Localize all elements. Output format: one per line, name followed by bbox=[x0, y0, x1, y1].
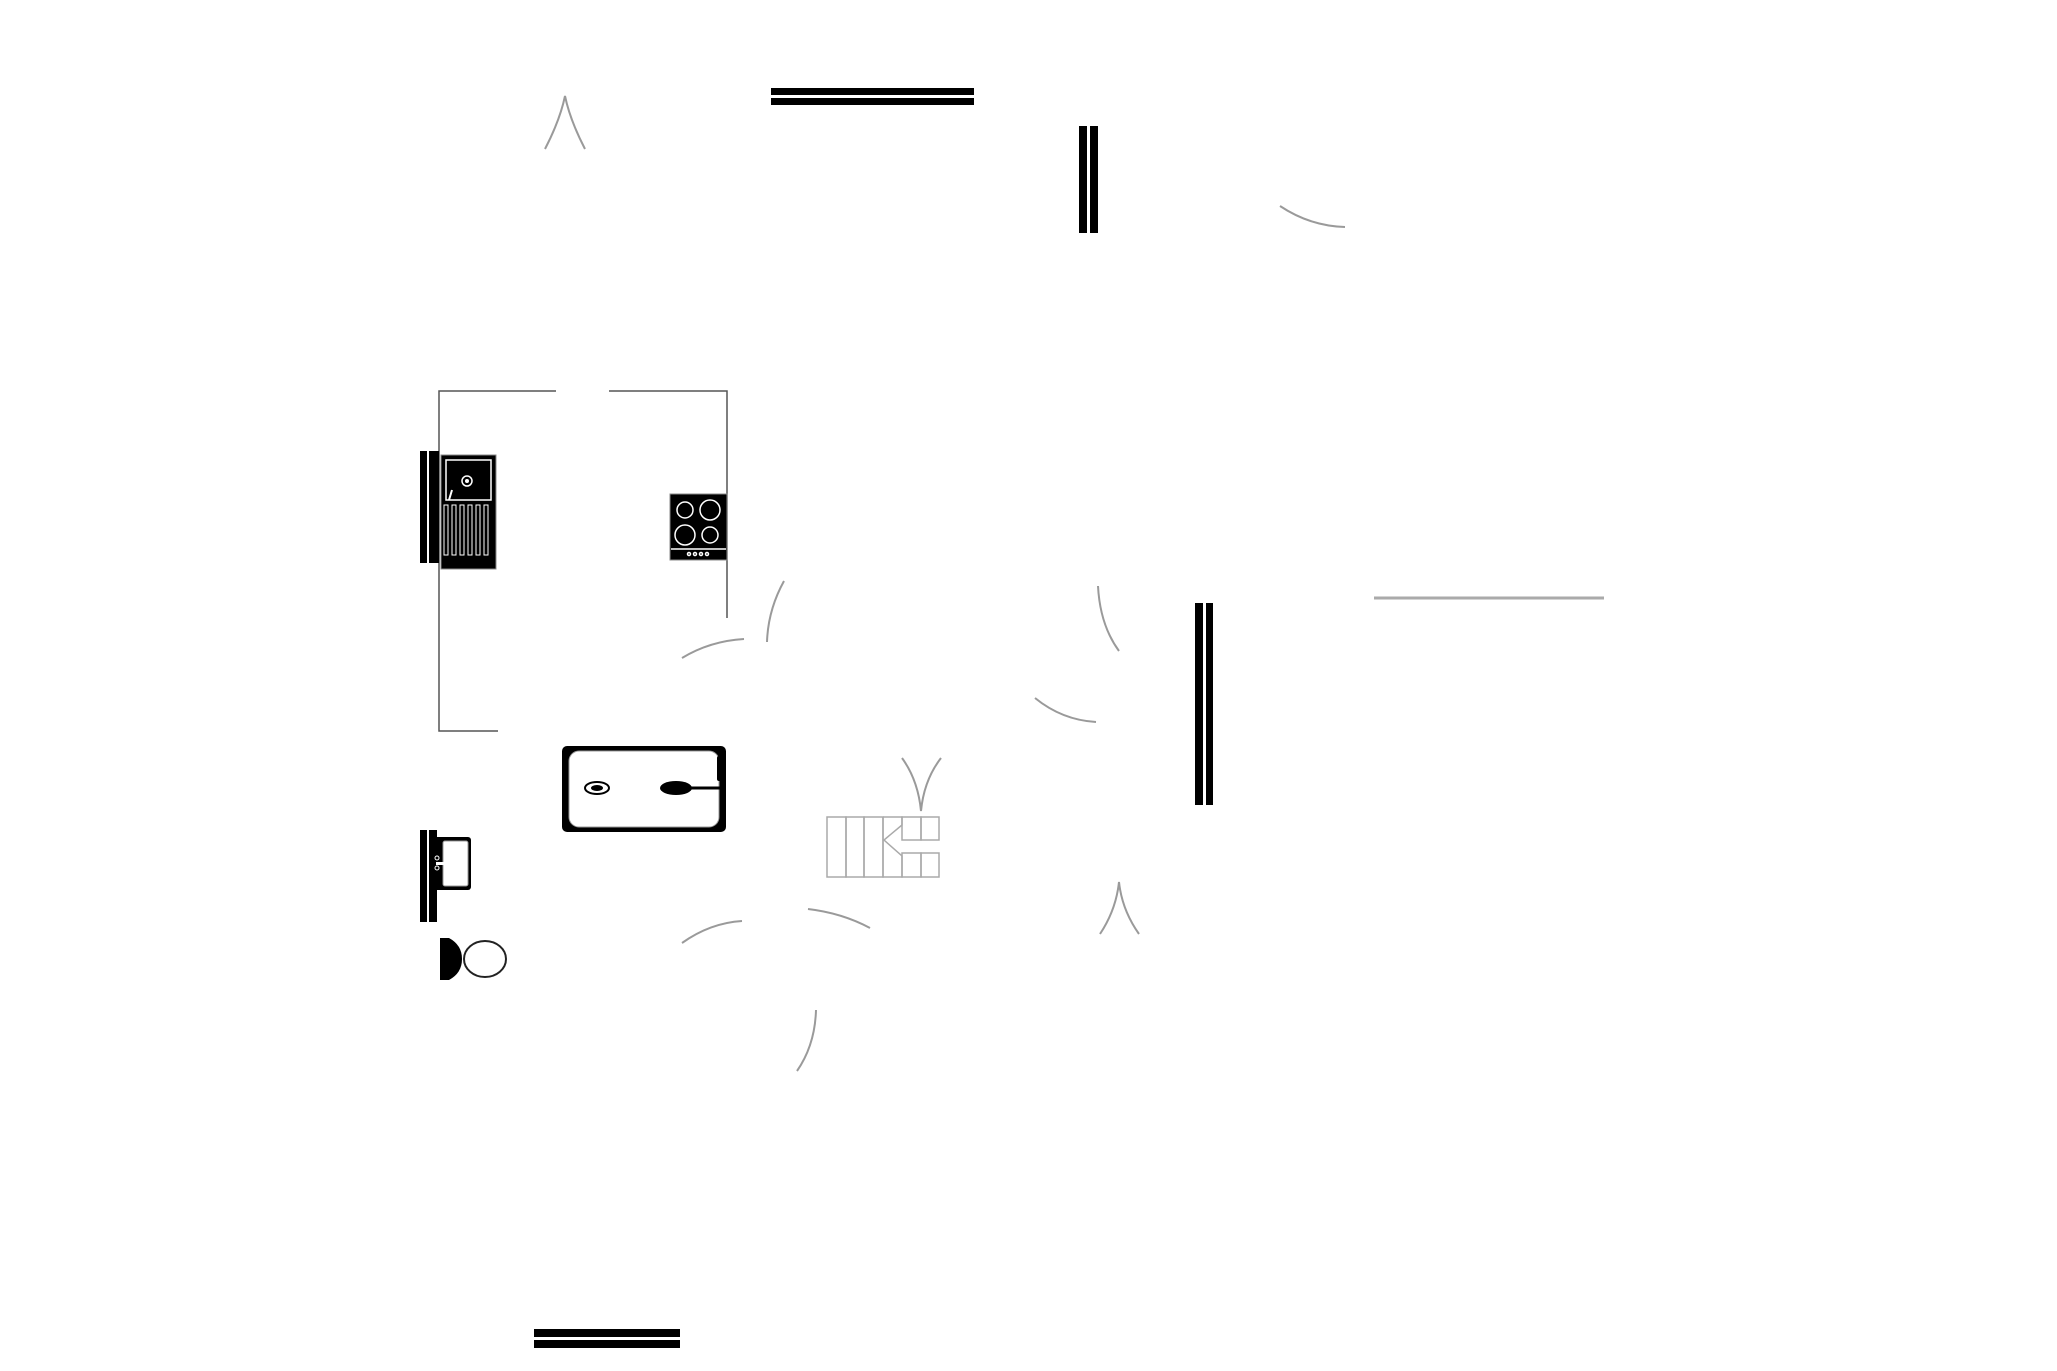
door-swing-arcs bbox=[544, 95, 1346, 1072]
staircase-icon bbox=[826, 816, 940, 878]
cooktop-icon bbox=[669, 493, 728, 561]
kitchen-sink-icon bbox=[420, 451, 497, 570]
wall-bottom bbox=[534, 1329, 680, 1348]
bathroom-basin-icon bbox=[420, 830, 471, 922]
wall-vertical-middle bbox=[1195, 603, 1213, 805]
bathtub-icon bbox=[562, 746, 726, 832]
wall-vertical-upper bbox=[1079, 126, 1098, 233]
wall-top bbox=[771, 88, 974, 105]
toilet-icon bbox=[440, 938, 507, 980]
